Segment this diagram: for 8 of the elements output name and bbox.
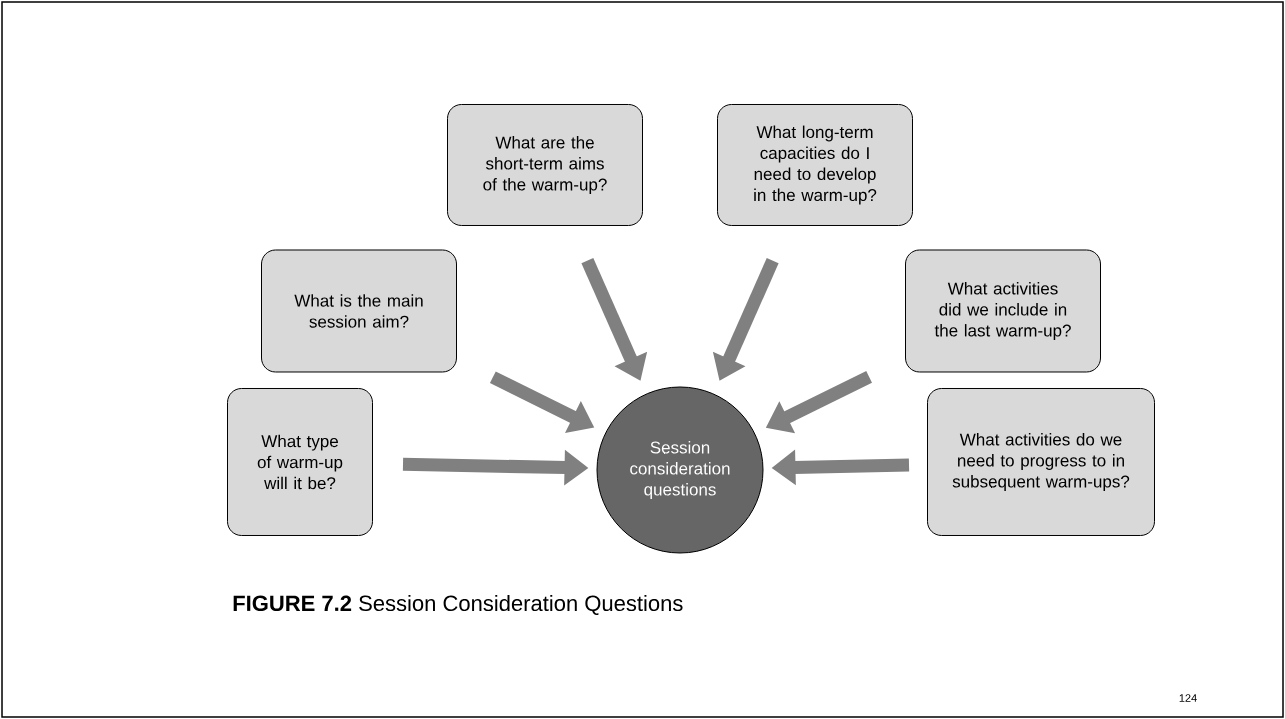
question-box: What activities did we include in the last warm-up? [905, 249, 1101, 373]
page-number: 124 [1179, 694, 1197, 702]
question-box: What long-term capacities do I need to develop in the warm-up? [717, 104, 913, 226]
question-box: What type of warm-up will it be? [227, 388, 373, 536]
question-box: What is the main session aim? [261, 249, 457, 373]
question-box: What activities do we need to progress to in subsequent warm-ups? [927, 388, 1155, 536]
figure-caption: FIGURE 7.2 Session Consideration Questions [233, 594, 683, 616]
question-box: What are the short-term aims of the warm-up? [447, 104, 643, 226]
